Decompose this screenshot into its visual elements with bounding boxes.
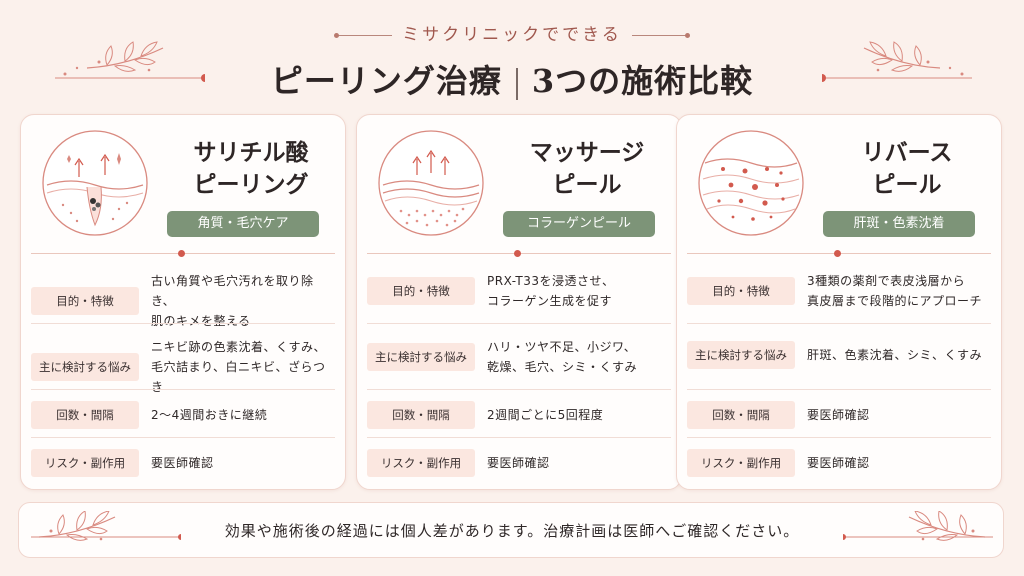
row-purpose: 目的・特徴 3種類の薬剤で表皮浅層から真皮層まで段階的にアプローチ [687, 271, 991, 311]
row-value-line2: 真皮層まで段階的にアプローチ [807, 294, 983, 308]
floral-branch-footer-left-icon [31, 511, 181, 541]
footer-note: 効果や施術後の経過には個人差があります。治療計画は医師へご確認ください。 [224, 522, 800, 540]
card-title-line2: ピーリング [193, 171, 309, 198]
subtitle-text: ミサクリニックでできる [402, 25, 622, 45]
title-separator [515, 67, 518, 100]
row-value: 要医師確認 [151, 456, 214, 470]
card-title-line1: サリチル酸 [193, 139, 309, 166]
salicylic-skin-icon [42, 130, 148, 236]
row-value-line1: 古い角質や毛穴汚れを取り除き、 [151, 274, 314, 308]
row-purpose: 目的・特徴 PRX-T33を浸透させ、コラーゲン生成を促す [367, 271, 671, 311]
row-purpose: 目的・特徴 古い角質や毛穴汚れを取り除き、肌のキメを整える [31, 271, 335, 331]
row-label: 目的・特徴 [367, 277, 475, 305]
row-label: 主に検討する悩み [367, 343, 475, 371]
row-value: 3種類の薬剤で表皮浅層から真皮層まで段階的にアプローチ [807, 271, 982, 311]
row-value: 肝斑、色素沈着、シミ、くすみ [807, 348, 983, 362]
card-title-line2: ピール [552, 171, 622, 198]
card-massage-peel: マッサージ ピール コラーゲンピール 目的・特徴 PRX-T33を浸透させ、コラ… [356, 114, 682, 490]
row-value: 古い角質や毛穴汚れを取り除き、肌のキメを整える [151, 271, 335, 331]
row-divider [31, 323, 335, 324]
reverse-peel-skin-icon [698, 130, 804, 236]
row-frequency: 回数・間隔 2〜4週間おきに継続 [31, 401, 335, 429]
row-divider [31, 437, 335, 438]
card-title: マッサージ ピール [507, 137, 667, 201]
floral-branch-left-icon [55, 41, 205, 82]
title-left: ピーリング治療 [270, 62, 502, 100]
row-value-line2: 肌のキメを整える [151, 314, 251, 328]
row-risk: リスク・副作用 要医師確認 [31, 449, 335, 477]
row-label: 主に検討する悩み [31, 353, 139, 381]
card-title: リバース ピール [827, 137, 987, 201]
row-value: 要医師確認 [807, 408, 870, 422]
row-value-line1: 3種類の薬剤で表皮浅層から [807, 274, 966, 288]
row-value-line2: 乾燥、毛穴、シミ・くすみ [487, 360, 638, 374]
row-label: 回数・間隔 [687, 401, 795, 429]
row-divider [31, 389, 335, 390]
row-divider [687, 437, 991, 438]
row-label: 目的・特徴 [687, 277, 795, 305]
card-title-line2: ピール [872, 171, 942, 198]
row-label: 目的・特徴 [31, 287, 139, 315]
card-title: サリチル酸 ピーリング [171, 137, 331, 201]
row-value: 要医師確認 [807, 456, 870, 470]
row-frequency: 回数・間隔 要医師確認 [687, 401, 991, 429]
card-reverse-peel: リバース ピール 肝斑・色素沈着 目的・特徴 3種類の薬剤で表皮浅層から真皮層ま… [676, 114, 1002, 490]
card-tag: 角質・毛穴ケア [167, 211, 319, 237]
row-label: 回数・間隔 [367, 401, 475, 429]
row-value: 2週間ごとに5回程度 [487, 408, 604, 422]
floral-branch-right-icon [822, 41, 972, 82]
card-title-line1: リバース [861, 139, 953, 166]
row-label: 主に検討する悩み [687, 341, 795, 369]
title-right: 3つの施術比較 [531, 62, 754, 100]
row-value-line1: ニキビ跡の色素沈着、くすみ、 [151, 340, 327, 354]
row-label: リスク・副作用 [687, 449, 795, 477]
card-title-line1: マッサージ [529, 139, 645, 166]
row-value: ハリ・ツヤ不足、小ジワ、乾燥、毛穴、シミ・くすみ [487, 337, 637, 377]
subtitle-line-right [631, 32, 690, 38]
row-label: リスク・副作用 [31, 449, 139, 477]
row-value: 要医師確認 [487, 456, 550, 470]
row-label: 回数・間隔 [31, 401, 139, 429]
row-value-line1: PRX-T33を浸透させ、 [487, 274, 615, 288]
divider-dot [178, 250, 185, 257]
floral-branch-footer-right-icon [843, 511, 993, 541]
card-tag: コラーゲンピール [503, 211, 655, 237]
row-value: 2〜4週間おきに継続 [151, 408, 268, 422]
row-risk: リスク・副作用 要医師確認 [687, 449, 991, 477]
row-concerns: 主に検討する悩み ニキビ跡の色素沈着、くすみ、毛穴詰まり、白ニキビ、ざらつき [31, 337, 335, 397]
row-divider [687, 389, 991, 390]
row-value: ニキビ跡の色素沈着、くすみ、毛穴詰まり、白ニキビ、ざらつき [151, 337, 335, 397]
page-title: ピーリング治療 3つの施術比較 [0, 56, 1024, 102]
footer-note-box: 効果や施術後の経過には個人差があります。治療計画は医師へご確認ください。 [18, 502, 1004, 558]
row-risk: リスク・副作用 要医師確認 [367, 449, 671, 477]
header-subtitle: ミサクリニックでできる [0, 20, 1024, 45]
divider-dot [514, 250, 521, 257]
row-value-line1: ハリ・ツヤ不足、小ジワ、 [487, 340, 637, 354]
header: ミサクリニックでできる ピーリング治療 3つの施術比較 [0, 0, 1024, 110]
card-tag: 肝斑・色素沈着 [823, 211, 975, 237]
row-label: リスク・副作用 [367, 449, 475, 477]
massage-peel-skin-icon [378, 130, 484, 236]
row-divider [687, 323, 991, 324]
row-value-line2: コラーゲン生成を促す [487, 294, 613, 308]
row-divider [367, 437, 671, 438]
row-value: PRX-T33を浸透させ、コラーゲン生成を促す [487, 271, 615, 311]
row-value-line2: 毛穴詰まり、白ニキビ、ざらつき [151, 360, 326, 394]
row-divider [367, 323, 671, 324]
row-divider [367, 389, 671, 390]
card-salicylic-peel: サリチル酸 ピーリング 角質・毛穴ケア 目的・特徴 古い角質や毛穴汚れを取り除き… [20, 114, 346, 490]
row-concerns: 主に検討する悩み 肝斑、色素沈着、シミ、くすみ [687, 341, 991, 369]
subtitle-line-left [334, 32, 393, 38]
divider-dot [834, 250, 841, 257]
row-frequency: 回数・間隔 2週間ごとに5回程度 [367, 401, 671, 429]
row-concerns: 主に検討する悩み ハリ・ツヤ不足、小ジワ、乾燥、毛穴、シミ・くすみ [367, 337, 671, 377]
